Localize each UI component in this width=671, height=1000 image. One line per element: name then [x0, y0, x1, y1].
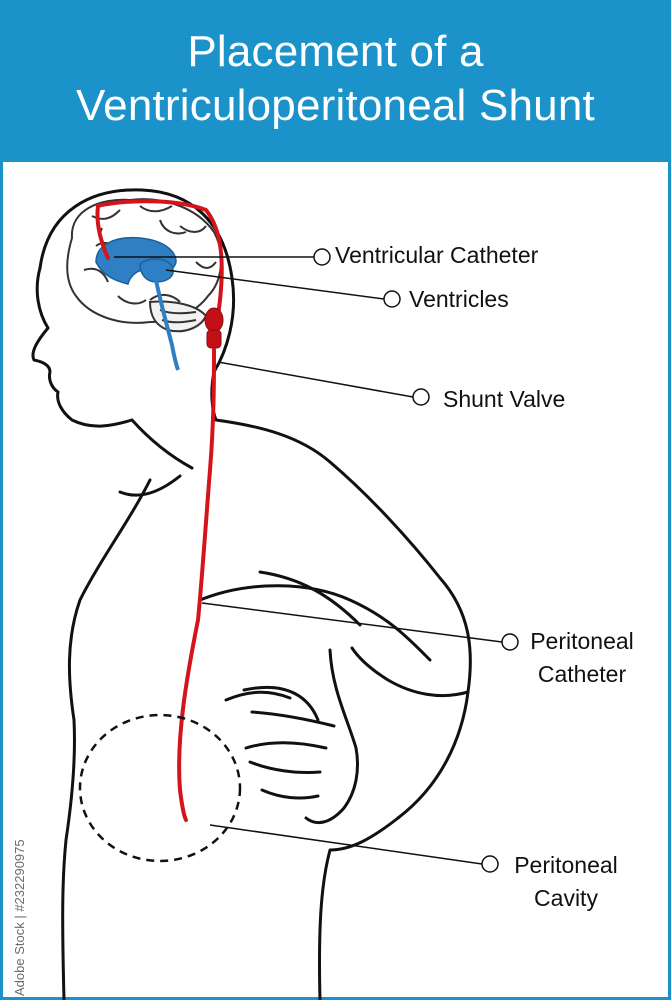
- label-peritoneal-catheter-line1: Peritoneal: [530, 628, 634, 654]
- title-header: Placement of a Ventriculoperitoneal Shun…: [0, 0, 671, 162]
- label-peritoneal-catheter: Peritoneal Catheter: [522, 628, 642, 688]
- watermark-text: Adobe Stock | #232290975: [12, 839, 27, 996]
- leader-peritoneal-cavity: [209, 824, 483, 865]
- finger-3: [248, 760, 322, 774]
- leader-ventricles: [165, 269, 385, 300]
- label-ventricular-catheter: Ventricular Catheter: [335, 242, 539, 268]
- chest-front: [61, 478, 152, 1000]
- face-profile: [31, 266, 134, 428]
- label-peritoneal-cavity: Peritoneal Cavity: [506, 852, 626, 912]
- forearm-back: [350, 646, 470, 698]
- finger-4: [260, 788, 320, 800]
- label-shunt-valve: Shunt Valve: [443, 386, 566, 412]
- leader-peritoneal-catheter: [201, 602, 503, 643]
- marker-ventricular-catheter: [313, 248, 331, 266]
- elbow-inner: [258, 570, 362, 627]
- hand: [304, 648, 359, 825]
- upper-arm: [198, 584, 432, 662]
- shunt-valve: [204, 307, 224, 349]
- stock-watermark: Adobe Stock | #232290975: [12, 839, 27, 996]
- label-peritoneal-cavity-line2: Cavity: [534, 885, 598, 911]
- finger-1: [250, 710, 336, 728]
- marker-ventricles: [383, 290, 401, 308]
- finger-2: [244, 741, 328, 750]
- marker-peritoneal-cavity: [481, 855, 499, 873]
- hip-front: [224, 690, 292, 702]
- back-lower: [242, 685, 320, 722]
- title-line-1: Placement of a: [187, 27, 484, 76]
- leader-shunt-valve: [217, 361, 414, 398]
- peritoneal-catheter-tube: [177, 348, 216, 822]
- title-line-2: Ventriculoperitoneal Shunt: [76, 81, 595, 130]
- shoulder-back: [214, 418, 472, 820]
- neck-front: [130, 418, 194, 470]
- label-ventricles: Ventricles: [409, 286, 509, 312]
- waist-back: [317, 816, 400, 1000]
- shoulder-line: [118, 474, 182, 497]
- peritoneal-cavity-outline: [78, 713, 242, 863]
- ventricles-shape: [95, 236, 180, 371]
- marker-shunt-valve: [412, 388, 430, 406]
- label-peritoneal-catheter-line2: Catheter: [537, 661, 627, 687]
- label-peritoneal-cavity-line1: Peritoneal: [514, 852, 618, 878]
- marker-peritoneal-catheter: [501, 633, 519, 651]
